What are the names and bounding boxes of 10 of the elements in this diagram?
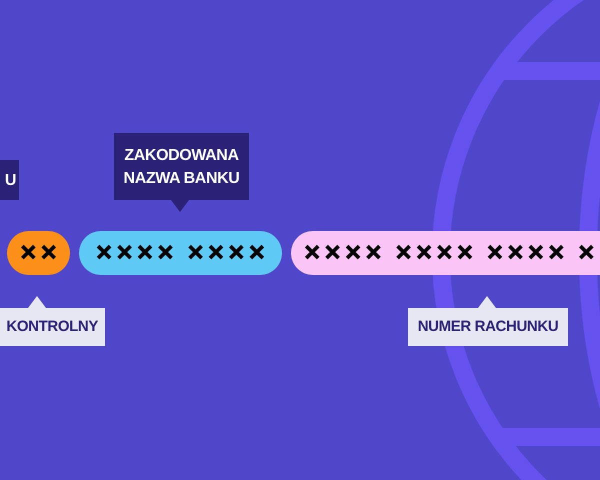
masked-digits: ×××× ×××× ×××× × xyxy=(303,242,598,264)
callout-text: U xyxy=(4,170,16,190)
masked-digits-pill xyxy=(79,231,282,275)
masked-digits-pill xyxy=(291,231,600,275)
masked-digits: ×× xyxy=(19,242,60,264)
callout-text: ZAKODOWANA NAZWA BANKU xyxy=(122,146,240,188)
callout-text: KONTROLNY xyxy=(6,317,98,337)
callout-box xyxy=(0,160,19,200)
callout-text: NUMER RACHUNKU xyxy=(418,317,558,337)
masked-digits: ×××× ×××× xyxy=(94,242,268,264)
